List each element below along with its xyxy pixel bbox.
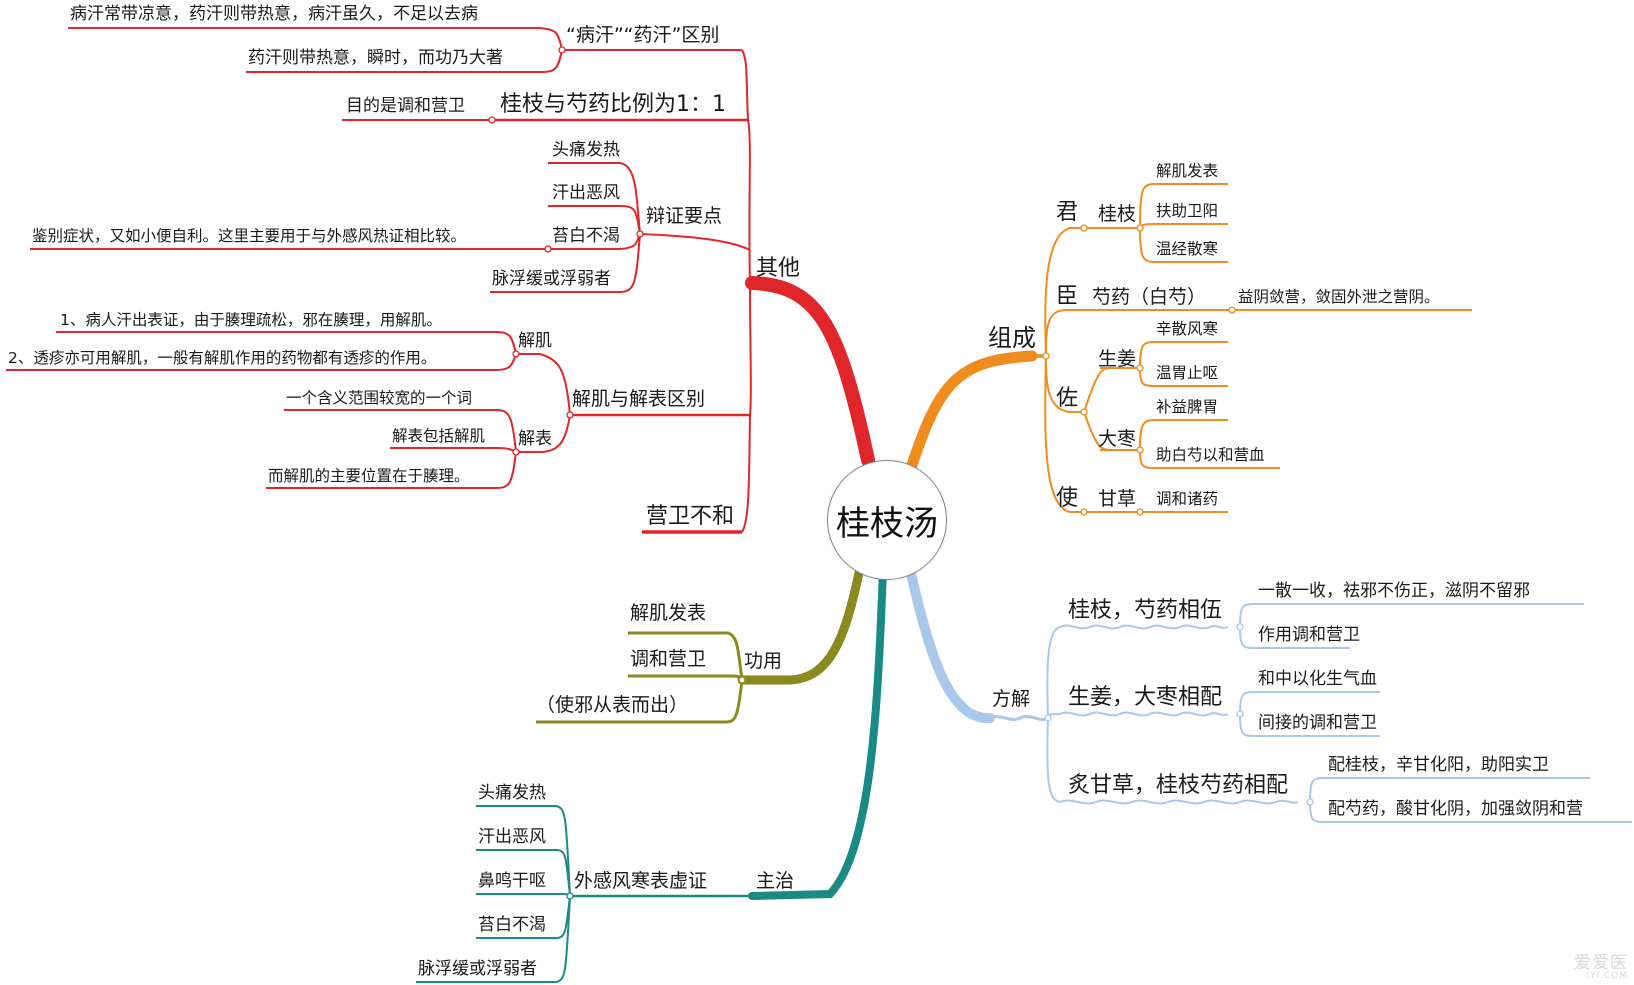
leaf-zhuzhi-1: 头痛发热: [478, 783, 546, 803]
node-jieji: 解肌: [518, 331, 552, 351]
watermark-text: 爱爱医: [1574, 953, 1628, 973]
node-jun: 君: [1056, 200, 1079, 225]
herb-gancao: 甘草: [1098, 488, 1137, 510]
branch-other-lines: [6, 27, 875, 534]
herb-shaoyao: 芍药（白芍）: [1092, 286, 1207, 308]
leaf-zhuzhi-5: 脉浮缓或浮弱者: [418, 959, 537, 979]
leaf-fangjie-b-1: 和中以化生气血: [1258, 669, 1377, 689]
node-zuo: 佐: [1056, 386, 1079, 411]
leaf-chen-note: 益阴敛营，敛固外泄之营阴。: [1238, 288, 1440, 306]
leaf-zhuzhi-3: 鼻鸣干呕: [478, 871, 546, 891]
leaf-fangjie-a-2: 作用调和营卫: [1258, 625, 1360, 645]
node-zhuzhi-main: 外感风寒表虚证: [574, 870, 708, 892]
leaf-jiebiao-1: 一个含义范围较宽的一个词: [286, 389, 473, 407]
other-main-branch: [745, 276, 875, 467]
leaf-bianzheng-2: 汗出恶风: [552, 183, 620, 203]
leaf-bianzheng-note: 鉴别症状，又如小便自利。这里主要用于与外感风热证相比较。: [32, 227, 467, 245]
zhuzhi-main-branch: [748, 566, 887, 900]
leaf-gongyong-1: 解肌发表: [630, 602, 707, 624]
watermark-domain: IYI.COM: [1586, 971, 1628, 981]
leaf-jiebiao-3: 而解肌的主要位置在于腠理。: [268, 467, 470, 485]
leaf-bianzheng-3: 苔白不渴: [552, 226, 620, 246]
leaf-zhuzhi-4: 苔白不渴: [478, 915, 546, 935]
branch-zucheng-lines: [906, 183, 1472, 513]
herb-shengjiang: 生姜: [1098, 348, 1137, 370]
zucheng-main-branch: [906, 350, 1038, 471]
node-fangjie-a: 桂枝，芍药相伍: [1068, 598, 1223, 623]
leaf-jieji-1: 1、病人汗出表证，由于腠理疏松，邪在腠理，用解肌。: [60, 311, 442, 329]
node-bingan: “病汗”“药汗”区别: [566, 24, 720, 46]
node-jiebiao: 解表: [518, 429, 552, 449]
leaf-jun-3: 温经散寒: [1156, 240, 1219, 258]
leaf-fangjie-c-2: 配芍药，酸甘化阴，加强敛阴和营: [1328, 799, 1583, 819]
node-yingwei: 营卫不和: [646, 504, 735, 529]
node-jieji-jiebiao: 解肌与解表区别: [572, 388, 706, 410]
gongyong-main-branch: [737, 563, 865, 685]
leaf-bingan-1: 病汗常带凉意，药汗则带热意，病汗虽久，不足以去病: [70, 4, 478, 24]
leaf-gongyong-3: （使邪从表而出）: [536, 694, 689, 716]
node-fangjie-c: 炙甘草，桂枝芍药相配: [1068, 773, 1289, 798]
node-fangjie: 方解: [992, 688, 1031, 710]
branch-fangjie-lines: [903, 555, 1632, 823]
node-zhuzhi: 主治: [756, 870, 795, 892]
fangjie-main-branch: [903, 555, 995, 723]
leaf-jiebiao-2: 解表包括解肌: [392, 427, 486, 445]
leaf-dazao-1: 补益脾胃: [1156, 398, 1219, 416]
center-node: 桂枝汤: [827, 460, 947, 580]
leaf-fangjie-c-1: 配桂枝，辛甘化阳，助阳实卫: [1328, 755, 1549, 775]
leaf-fangjie-a-1: 一散一收，祛邪不伤正，滋阴不留邪: [1258, 581, 1530, 601]
herb-guizhi: 桂枝: [1098, 203, 1137, 225]
leaf-jun-1: 解肌发表: [1156, 162, 1219, 180]
herb-dazao: 大枣: [1098, 428, 1137, 450]
leaf-jieji-2: 2、透疹亦可用解肌，一般有解肌作用的药物都有透疹的作用。: [8, 349, 437, 367]
node-zucheng: 组成: [988, 324, 1036, 352]
branch-gongyong-lines: [536, 563, 865, 724]
leaf-zhuzhi-2: 汗出恶风: [478, 827, 546, 847]
node-ratio: 桂枝与芍药比例为1：1: [500, 92, 726, 117]
leaf-jun-2: 扶助卫阳: [1156, 202, 1219, 220]
node-shi: 使: [1056, 486, 1079, 511]
leaf-bianzheng-1: 头痛发热: [552, 140, 620, 160]
leaf-gongyong-2: 调和营卫: [630, 648, 707, 670]
leaf-shengjiang-2: 温胃止呕: [1156, 364, 1219, 382]
node-chen: 臣: [1056, 284, 1079, 309]
leaf-bianzheng-4: 脉浮缓或浮弱者: [492, 269, 611, 289]
leaf-fangjie-b-2: 间接的调和营卫: [1258, 713, 1377, 733]
leaf-shi-note: 调和诸药: [1156, 490, 1219, 508]
leaf-ratio-note: 目的是调和营卫: [346, 96, 465, 116]
leaf-bingan-2: 药汗则带热意，瞬时，而功乃大著: [248, 48, 503, 68]
node-fangjie-b: 生姜，大枣相配: [1068, 685, 1223, 710]
node-gongyong: 功用: [744, 650, 783, 672]
watermark-logo: 爱爱医 IYI.COM: [1574, 955, 1628, 981]
node-other: 其他: [756, 256, 801, 281]
leaf-shengjiang-1: 辛散风寒: [1156, 320, 1219, 338]
node-bianzheng: 辩证要点: [646, 205, 723, 227]
junction-dots: [488, 46, 1314, 900]
leaf-dazao-2: 助白芍以和营血: [1156, 446, 1265, 464]
